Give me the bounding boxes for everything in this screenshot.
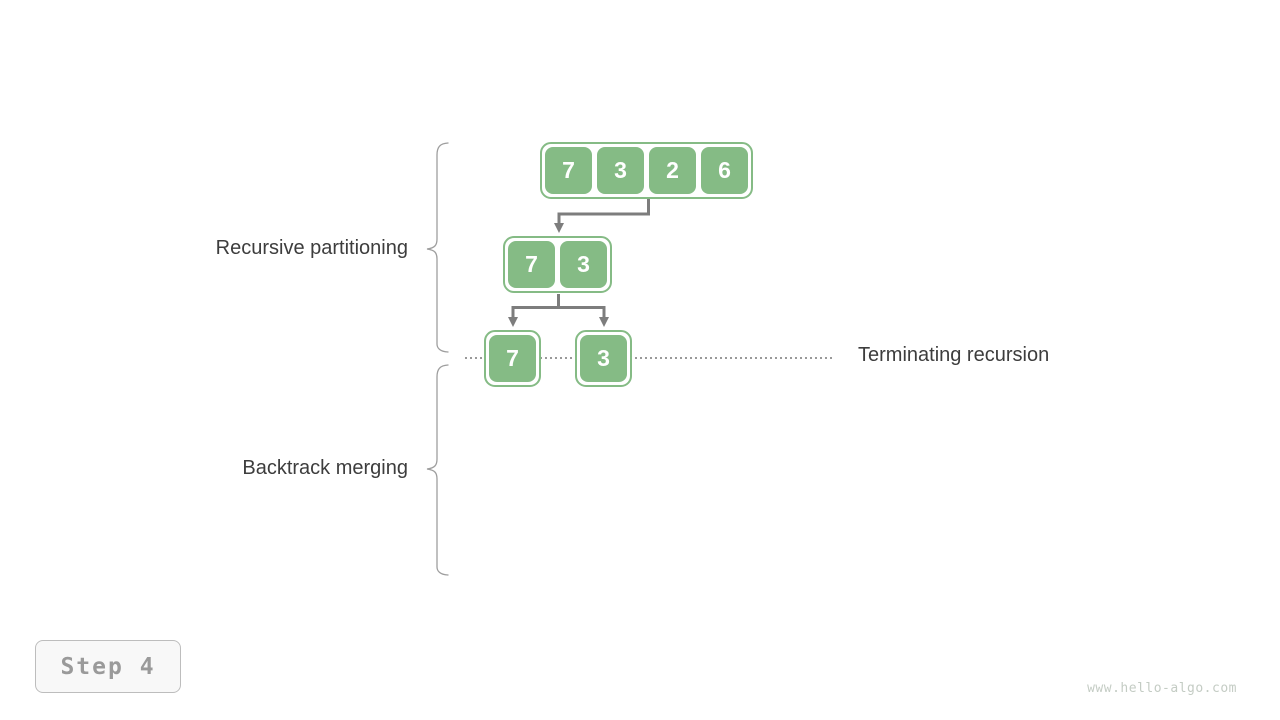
arrow-level1-to-level2 — [554, 198, 650, 233]
array-cell: 2 — [649, 147, 696, 194]
step-badge: Step 4 — [35, 640, 181, 693]
label-backtrack-merging: Backtrack merging — [242, 457, 408, 479]
step-badge-label: Step 4 — [60, 653, 156, 680]
array-cell: 6 — [701, 147, 748, 194]
array-cell: 3 — [597, 147, 644, 194]
label-recursive-partitioning: Recursive partitioning — [215, 237, 408, 259]
array-cell: 3 — [560, 241, 607, 288]
array-cell: 3 — [580, 335, 627, 382]
watermark: www.hello-algo.com — [1087, 681, 1237, 696]
array-level3-right: 3 — [575, 330, 632, 387]
label-terminating-recursion: Terminating recursion — [858, 344, 1050, 366]
array-cell: 7 — [545, 147, 592, 194]
brace-recursive-partitioning — [426, 142, 449, 353]
brace-backtrack-merging — [426, 364, 449, 576]
array-cell: 7 — [508, 241, 555, 288]
arrow-level2-splitter — [513, 294, 604, 309]
array-level3-left: 7 — [484, 330, 541, 387]
array-cell: 7 — [489, 335, 536, 382]
